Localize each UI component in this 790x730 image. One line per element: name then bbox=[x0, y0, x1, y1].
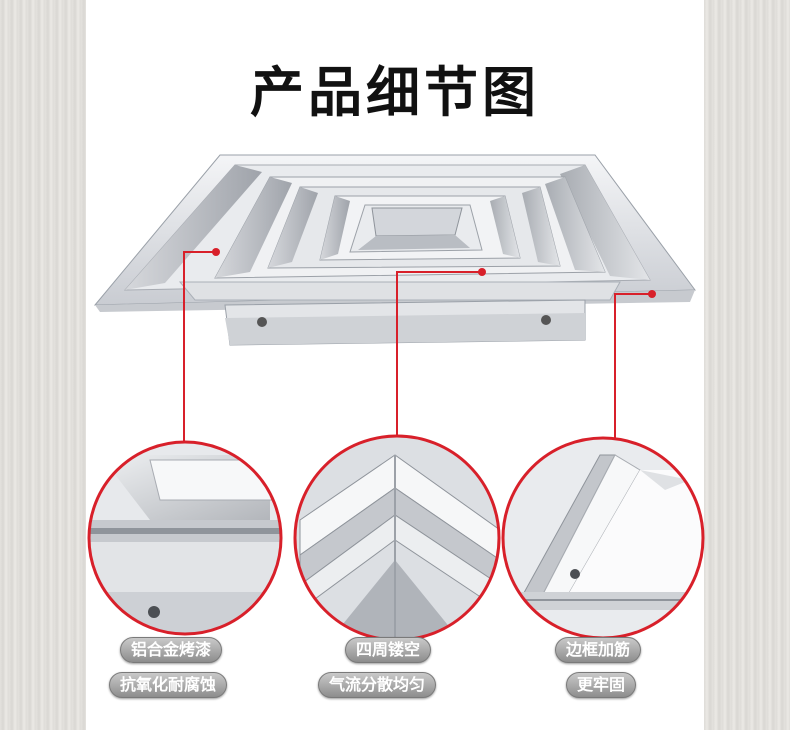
zoom-circle-2 bbox=[293, 434, 501, 642]
detail-tag-frame-reinforced: 边框加筋 bbox=[555, 637, 642, 663]
detail-tag-sturdier: 更牢固 bbox=[566, 672, 637, 698]
callout-lines bbox=[183, 251, 652, 447]
callout-line-2 bbox=[396, 271, 482, 447]
zoom-circle-1 bbox=[87, 440, 283, 636]
left-background-strip bbox=[0, 0, 86, 730]
diffuser-image bbox=[93, 154, 696, 346]
page-title: 产品细节图 bbox=[250, 61, 540, 124]
right-background-strip bbox=[704, 0, 790, 730]
callout-dot-2 bbox=[478, 268, 486, 276]
detail-tag-even-airflow: 气流分散均匀 bbox=[318, 672, 437, 698]
callout-dot-3 bbox=[648, 290, 656, 298]
detail-tag-anti-corrosion: 抗氧化耐腐蚀 bbox=[109, 672, 228, 698]
callout-line-1 bbox=[183, 251, 216, 446]
callout-dot-1 bbox=[212, 248, 220, 256]
zoom-circle-3 bbox=[501, 436, 705, 640]
callout-line-3 bbox=[614, 293, 652, 447]
detail-tag-four-side-hollow: 四周镂空 bbox=[345, 637, 432, 663]
detail-tag-aluminum-paint: 铝合金烤漆 bbox=[120, 637, 223, 663]
